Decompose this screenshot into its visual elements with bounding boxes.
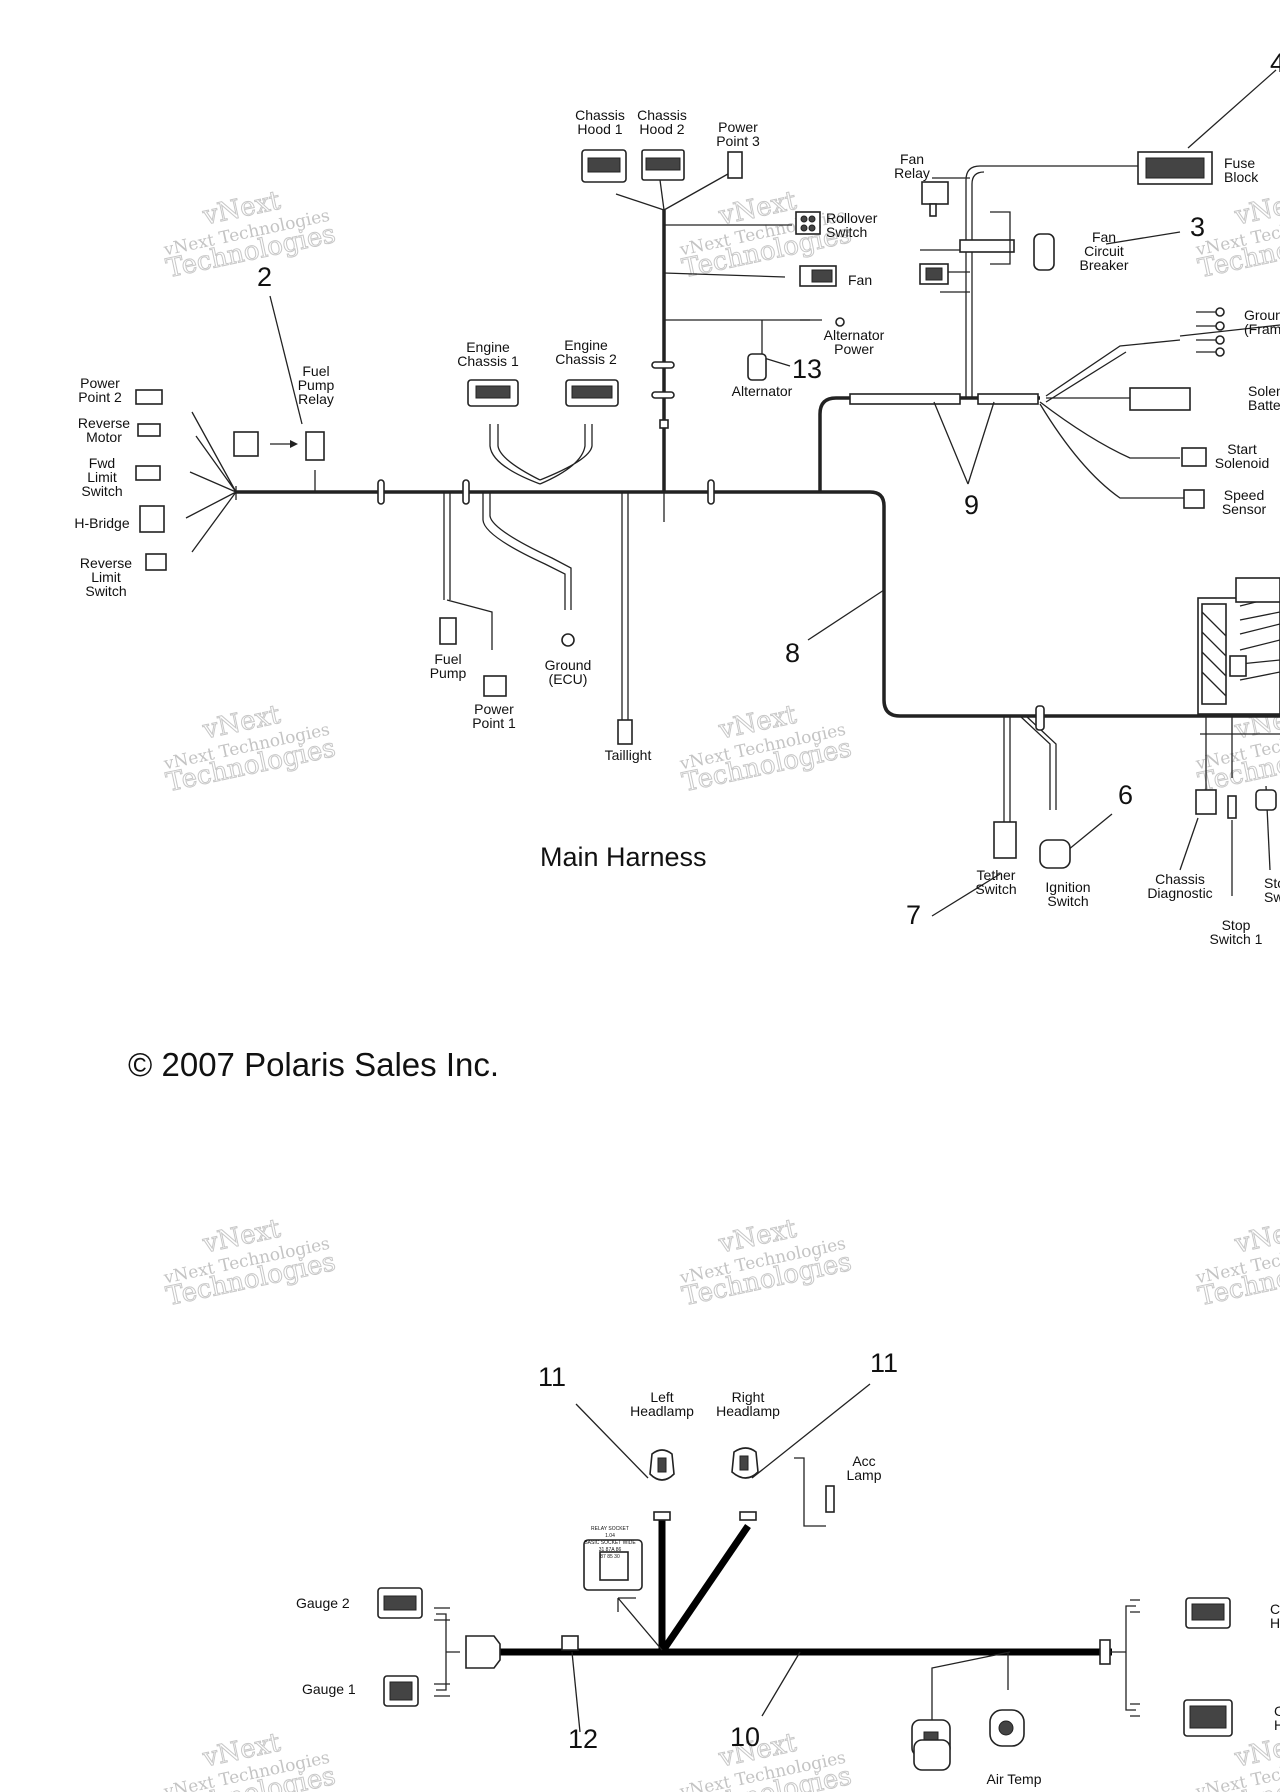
power-point-1-connector (483, 675, 507, 697)
bottom-left-connector (913, 1739, 951, 1771)
label-ground-ecu: Ground(ECU) (545, 657, 592, 687)
speed-sensor-connector (1183, 489, 1205, 509)
acc-lamp-connector (825, 1485, 835, 1513)
callout-10: 10 (730, 1722, 760, 1752)
fan-circuit-breaker-connector (1033, 233, 1055, 271)
callout-12: 12 (568, 1724, 598, 1754)
main-harness-connectors (135, 149, 1277, 869)
label-stop-switch-2: StoSwitc (1264, 875, 1280, 905)
stop-switch-1-connector (1227, 795, 1237, 819)
ignition-switch-connector (1039, 839, 1071, 869)
reverse-motor-connector (137, 423, 161, 437)
label-gauge-2: Gauge 2 (296, 1595, 350, 1611)
label-h-bridge: H-Bridge (74, 515, 129, 531)
main-harness-wiring (185, 69, 1280, 917)
callout-numbers: 2 3 4 6 7 8 9 13 10 11 11 12 (257, 48, 1280, 1754)
callout-3: 3 (1190, 212, 1205, 242)
ground-frame-terminals (1196, 307, 1225, 357)
tether-switch-connector (993, 821, 1017, 859)
label-gauge-1: Gauge 1 (302, 1681, 356, 1697)
label-fan: Fan (848, 272, 872, 288)
h-bridge-connector (139, 505, 165, 533)
callout-9: 9 (964, 490, 979, 520)
callout-7: 7 (906, 900, 921, 930)
taillight-connector (617, 719, 633, 745)
fuel-pump-relay-connector (305, 431, 325, 461)
reverse-limit-switch-connector (145, 553, 167, 571)
start-solenoid-connector (1181, 447, 1207, 467)
alternator-connector (747, 353, 767, 381)
power-point-2-connector (135, 389, 163, 405)
main-harness-title: Main Harness (540, 842, 707, 872)
label-air-temp: Air Temp (987, 1771, 1042, 1787)
callout-2: 2 (257, 262, 272, 292)
callout-6: 6 (1118, 780, 1133, 810)
copyright-notice: © 2007 Polaris Sales Inc. (128, 1046, 499, 1083)
dash-harness-wiring (434, 1383, 1140, 1733)
dash-harness-connectors (377, 1447, 1233, 1771)
fuel-pump-connector (439, 617, 457, 645)
fan-relay-connector (921, 181, 949, 205)
callout-11a: 11 (538, 1362, 566, 1392)
label-alternator: Alternator (732, 383, 793, 399)
callout-8: 8 (785, 638, 800, 668)
fwd-limit-switch-connector (135, 465, 161, 481)
callout-13: 13 (792, 354, 822, 384)
power-point-3-connector (727, 151, 743, 179)
ground-ecu-terminal (561, 633, 575, 647)
label-taillight: Taillight (605, 747, 652, 763)
rollover-switch-connector (795, 211, 821, 235)
label-ground-frame: Groun(Fram (1244, 307, 1280, 337)
chassis-diagnostic-connector (1195, 789, 1217, 815)
stop-switch-2-connector (1255, 789, 1277, 811)
callout-11b: 11 (870, 1348, 898, 1378)
callout-4: 4 (1270, 48, 1280, 78)
